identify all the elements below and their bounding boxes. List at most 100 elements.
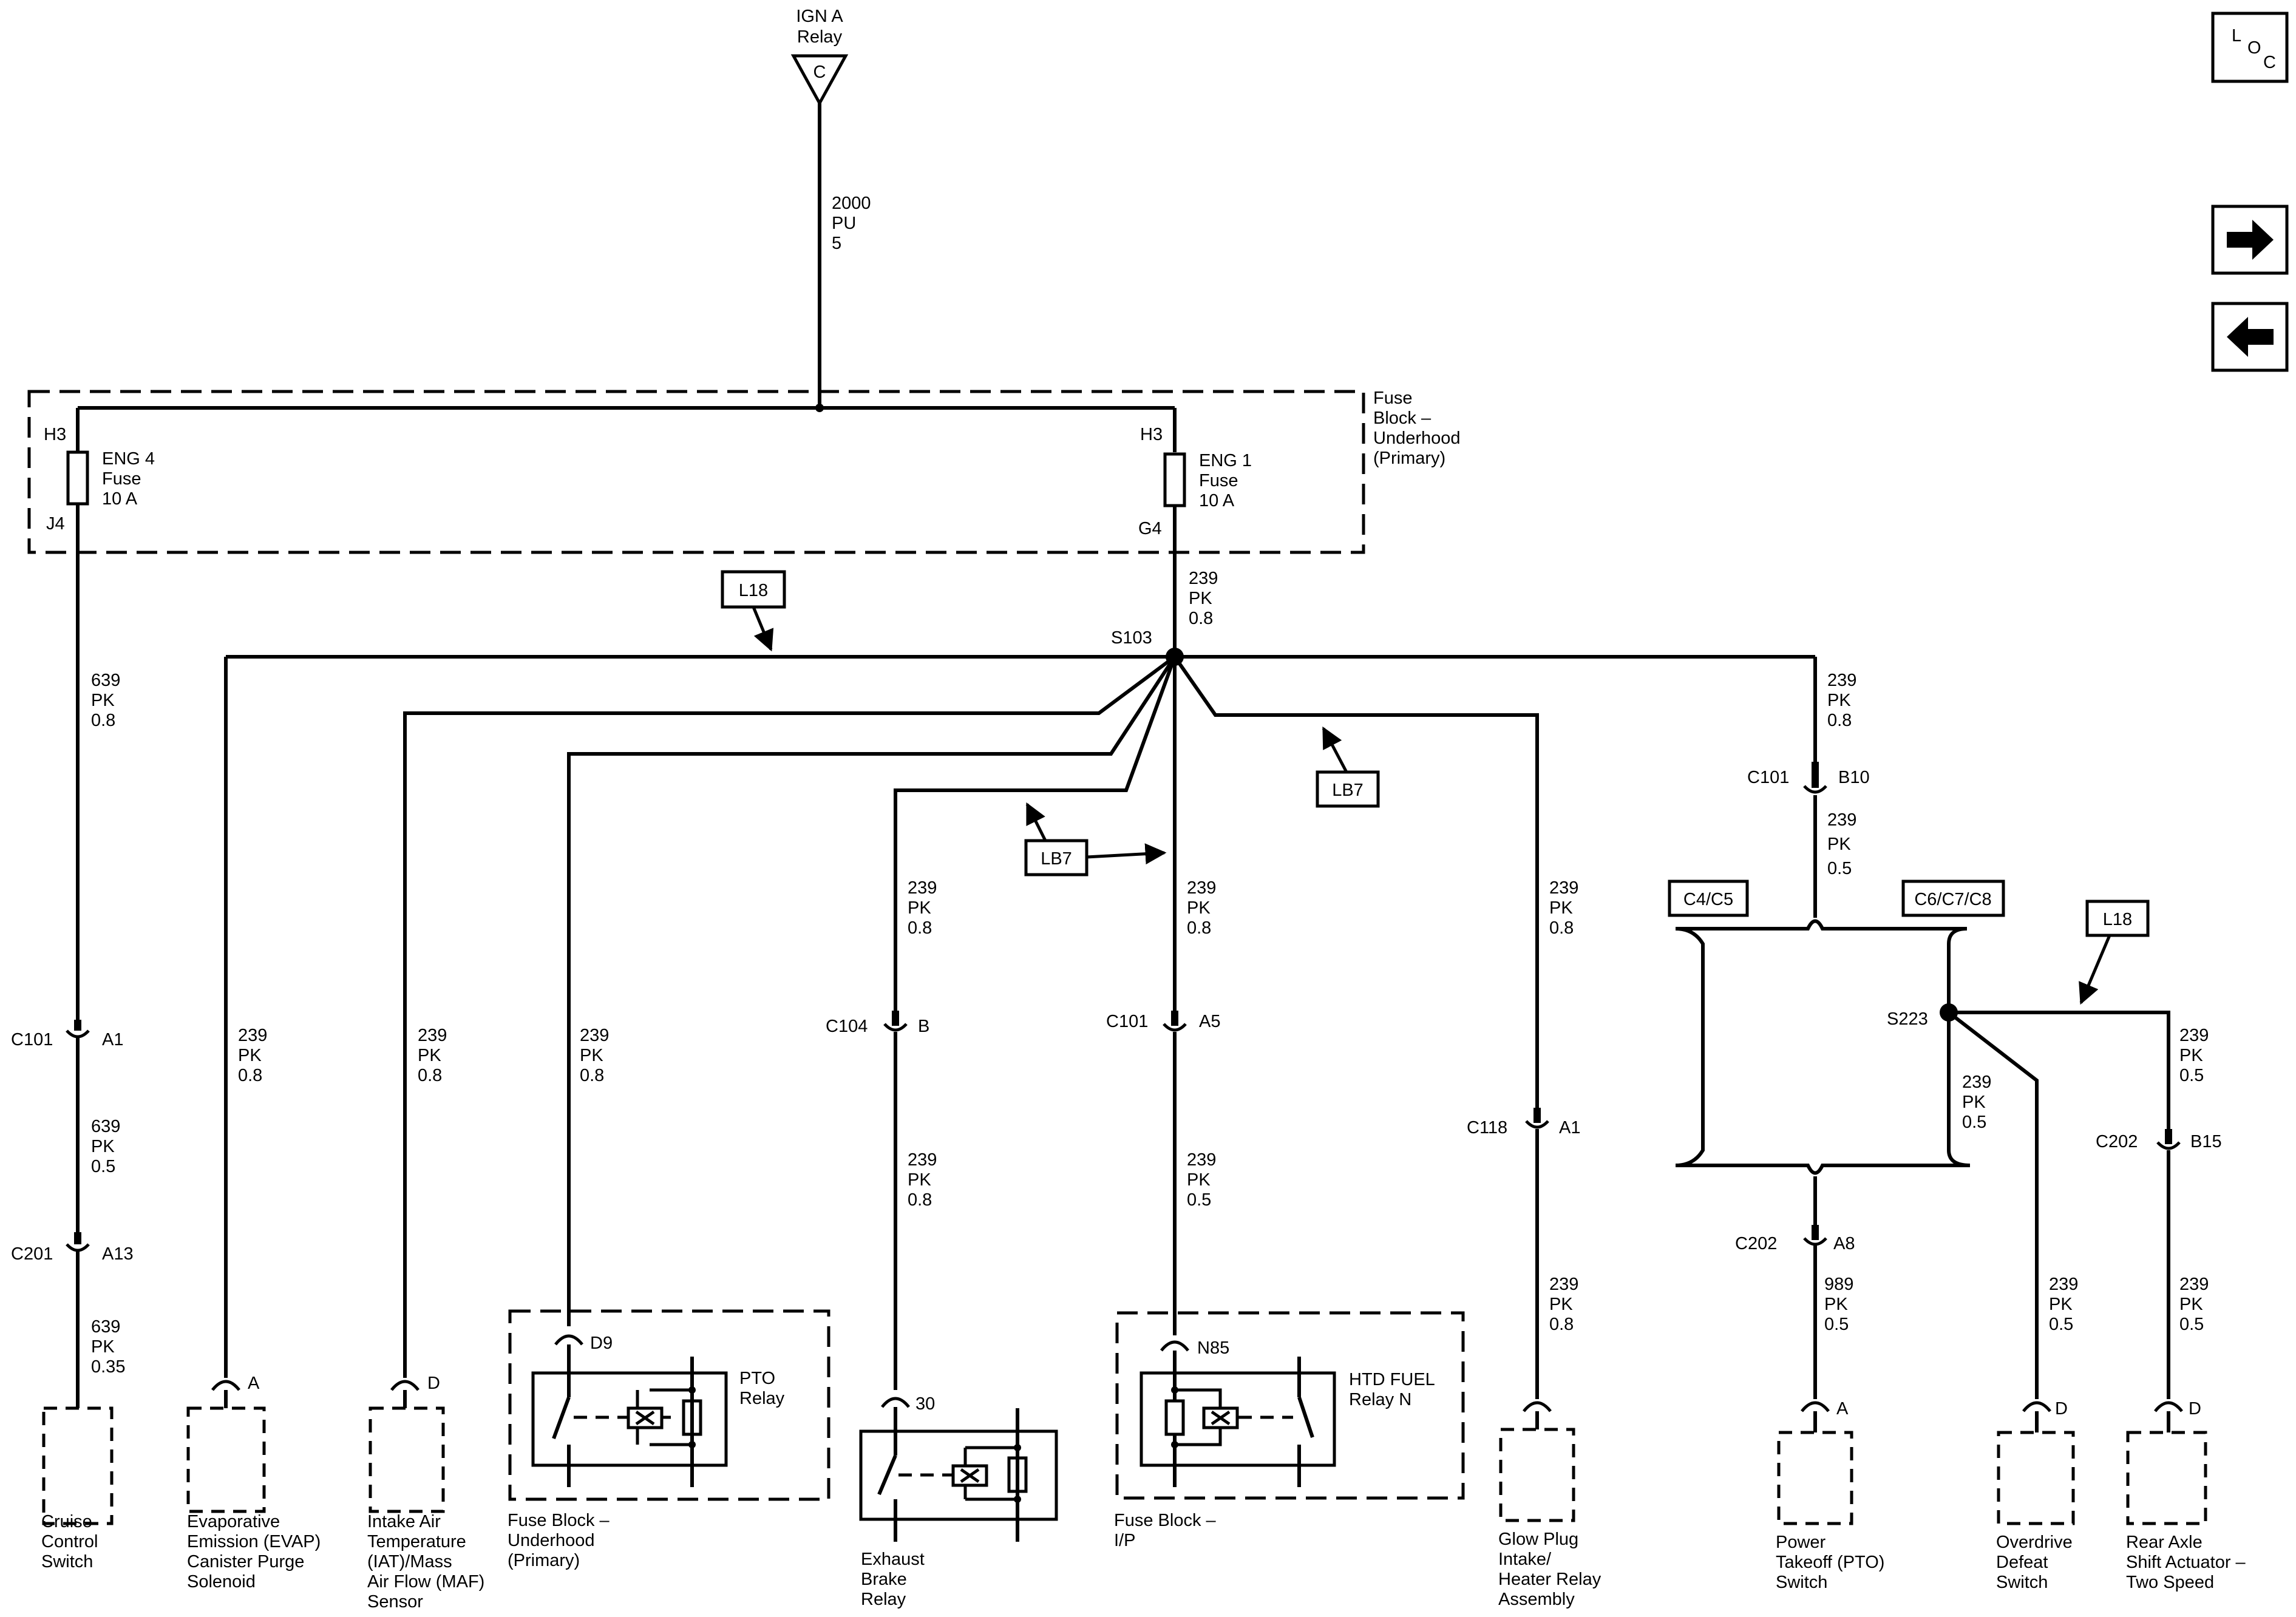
svg-text:0.8: 0.8: [908, 1190, 932, 1210]
fuse-block-underhood-outline: [27, 390, 1365, 554]
svg-text:ENG 1: ENG 1: [1199, 451, 1252, 470]
connector-c101-a5: C101 A5: [1106, 1011, 1220, 1032]
svg-text:Underhood: Underhood: [508, 1531, 595, 1550]
exhaust-relay-terminal: [881, 1397, 910, 1408]
htd-fuse-block-label: Fuse Block – I/P: [1114, 1511, 1216, 1550]
svg-text:239: 239: [1962, 1073, 1991, 1092]
svg-text:D: D: [2055, 1399, 2068, 1419]
svg-text:C201: C201: [11, 1244, 53, 1264]
next-page-button[interactable]: [2211, 205, 2289, 275]
svg-text:239: 239: [1827, 671, 1856, 690]
glow-plug-relay: [1499, 1428, 1575, 1522]
svg-text:B10: B10: [1838, 768, 1870, 787]
svg-text:Intake Air: Intake Air: [367, 1512, 441, 1531]
ref-lb7-b: [1316, 770, 1380, 808]
fuse-eng4: [66, 450, 89, 506]
splice-s223-label: S223: [1887, 1009, 1928, 1029]
svg-text:A5: A5: [1199, 1012, 1220, 1031]
wire-2000-color: PU: [832, 214, 856, 233]
connector-c101-a1: C101 A1: [11, 1020, 123, 1049]
bus-junction: [815, 404, 824, 412]
cruise-control-switch: [42, 1406, 114, 1525]
svg-text:PK: PK: [1549, 1295, 1573, 1314]
svg-text:PK: PK: [418, 1046, 441, 1065]
svg-text:HTD FUEL: HTD FUEL: [1349, 1370, 1435, 1389]
ref-l18-b: [2085, 900, 2150, 937]
svg-text:PK: PK: [2179, 1046, 2203, 1065]
pto-relay-label: PTO Relay: [739, 1369, 785, 1408]
loc-button[interactable]: L O C: [2211, 12, 2289, 83]
svg-text:A: A: [1836, 1399, 1849, 1419]
fuse-block-underhood-label: Fuse Block – Underhood (Primary): [1373, 388, 1461, 468]
wire-iat: [403, 655, 1176, 1378]
svg-text:239: 239: [2179, 1275, 2209, 1294]
wire-2000-circuit: 2000: [832, 194, 871, 213]
svg-text:Temperature: Temperature: [367, 1532, 466, 1551]
svg-text:Relay: Relay: [861, 1590, 906, 1609]
svg-text:D: D: [427, 1374, 440, 1393]
svg-text:C118: C118: [1467, 1118, 1507, 1137]
svg-text:Relay: Relay: [739, 1389, 785, 1408]
ref-c6c7c8: [1901, 880, 2005, 917]
svg-text:0.5: 0.5: [1962, 1113, 1986, 1132]
iat-terminal: [390, 1380, 419, 1391]
svg-text:0.5: 0.5: [2049, 1315, 2073, 1334]
svg-text:LB7: LB7: [1332, 781, 1364, 800]
svg-text:D: D: [2189, 1399, 2201, 1419]
ign-a-terminal: [790, 54, 849, 107]
svg-text:Power: Power: [1776, 1533, 1826, 1552]
prev-page-button[interactable]: [2211, 302, 2289, 372]
svg-text:L: L: [2232, 26, 2241, 46]
wire-rear-axle-upper: [1949, 1011, 2170, 1129]
svg-text:989: 989: [1824, 1275, 1853, 1294]
svg-text:Switch: Switch: [1776, 1573, 1827, 1592]
svg-text:0.5: 0.5: [1824, 1315, 1849, 1334]
svg-text:Brake: Brake: [861, 1570, 907, 1589]
svg-text:0.5: 0.5: [1827, 859, 1852, 878]
svg-text:0.8: 0.8: [1187, 918, 1211, 938]
svg-text:0.8: 0.8: [1549, 1315, 1574, 1334]
harness-bottom: [1676, 1164, 1970, 1175]
ign-a-relay: IGN A Relay C: [790, 7, 849, 107]
connector-c202-b15: C202 B15: [2096, 1129, 2222, 1151]
svg-text:239: 239: [2049, 1275, 2078, 1294]
pto-relay-coil: [627, 1406, 664, 1429]
evap-solenoid-label: Evaporative Emission (EVAP) Canister Pur…: [187, 1512, 321, 1592]
svg-text:(Primary): (Primary): [508, 1551, 580, 1570]
svg-text:A8: A8: [1833, 1234, 1855, 1253]
overdrive-terminal: [2022, 1401, 2051, 1412]
svg-text:Underhood: Underhood: [1373, 429, 1461, 448]
svg-text:239: 239: [580, 1026, 609, 1045]
connector-c201-a13: C201 A13: [11, 1232, 134, 1264]
svg-text:0.8: 0.8: [580, 1066, 604, 1085]
ref-l18: [721, 570, 786, 609]
svg-text:Overdrive: Overdrive: [1996, 1533, 2073, 1552]
svg-text:PK: PK: [1189, 589, 1212, 608]
glow-plug-relay-label: Glow Plug Intake/ Heater Relay Assembly: [1498, 1530, 1601, 1609]
svg-text:Control: Control: [41, 1532, 98, 1551]
svg-text:ENG 4: ENG 4: [102, 449, 155, 469]
overdrive-defeat-switch: [1997, 1431, 2075, 1525]
svg-text:0.5: 0.5: [1187, 1190, 1211, 1210]
svg-text:C4/C5: C4/C5: [1683, 890, 1733, 909]
arrow-right-icon: [2227, 220, 2274, 260]
wire-exhaust-upper: [894, 656, 1177, 1011]
svg-text:(Primary): (Primary): [1373, 449, 1445, 468]
svg-text:PK: PK: [908, 898, 931, 918]
svg-text:PK: PK: [91, 691, 115, 710]
svg-text:C104: C104: [826, 1017, 868, 1036]
svg-text:Emission (EVAP): Emission (EVAP): [187, 1532, 321, 1551]
svg-text:C6/C7/C8: C6/C7/C8: [1914, 890, 1991, 909]
connector-c202-a8: C202 A8: [1735, 1225, 1855, 1253]
svg-text:639: 639: [91, 671, 120, 690]
svg-text:C202: C202: [2096, 1132, 2138, 1151]
pto-relay-terminal: [554, 1334, 583, 1346]
svg-text:B: B: [918, 1017, 929, 1036]
fuse-eng4-pin-out: J4: [46, 514, 65, 534]
pto-fuse-block-outline: [508, 1309, 830, 1501]
rear-axle-actuator: [2126, 1431, 2207, 1525]
svg-text:Canister Purge: Canister Purge: [187, 1552, 304, 1571]
svg-text:Takeoff (PTO): Takeoff (PTO): [1776, 1553, 1884, 1572]
connector-c101-b10: C101 B10: [1747, 762, 1870, 794]
